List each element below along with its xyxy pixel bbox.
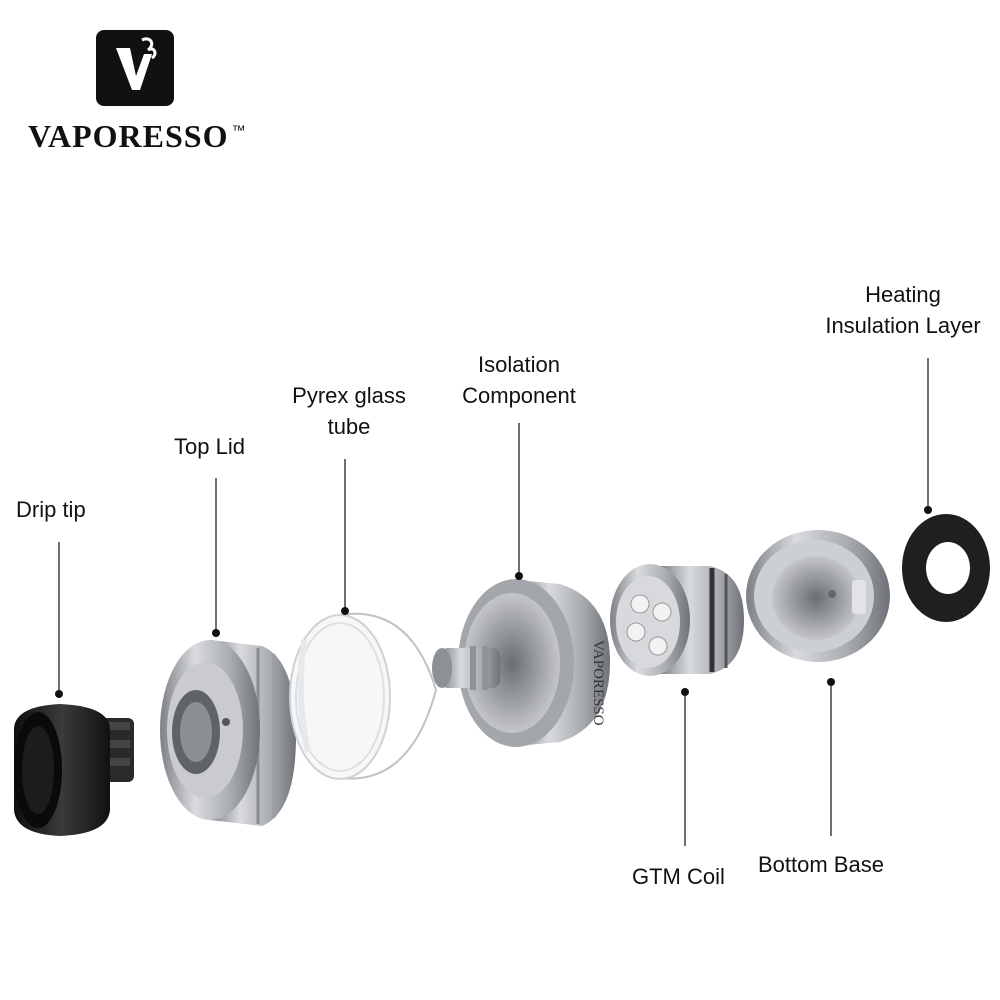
leader-line-isolation	[515, 423, 523, 580]
leader-line-bottom-base	[827, 678, 835, 836]
leader-line-top-lid	[212, 478, 220, 637]
leader-line-gtm	[681, 688, 689, 846]
label-isolation-line1: Isolation	[478, 352, 560, 377]
drip-tip-part	[14, 704, 134, 836]
top-lid-part	[160, 640, 296, 826]
isolation-component-part: VAPORESSO	[432, 579, 610, 747]
label-isolation-line2: Component	[462, 383, 576, 408]
leader-line-drip-tip	[55, 542, 63, 698]
heating-insulation-layer-part	[902, 514, 990, 622]
label-heating-insulation-layer: Heating Insulation Layer	[808, 279, 998, 341]
isolation-engraving: VAPORESSO	[590, 640, 606, 726]
leader-line-heating	[924, 358, 932, 514]
label-bottom-base: Bottom Base	[758, 852, 884, 877]
label-gtm-coil: GTM Coil	[632, 864, 725, 889]
v-logo-icon	[116, 37, 157, 90]
label-top-lid: Top Lid	[174, 434, 245, 459]
label-isolation-component: Isolation Component	[448, 349, 590, 411]
label-heating-line1: Heating	[865, 282, 941, 307]
bottom-base-part	[746, 530, 890, 662]
label-drip-tip: Drip tip	[16, 497, 86, 522]
brand-name-text: VAPORESSO	[28, 118, 229, 154]
label-pyrex-line2: tube	[327, 414, 371, 439]
trademark-symbol: ™	[231, 122, 247, 138]
label-pyrex-glass-tube: Pyrex glass tube	[280, 380, 418, 442]
gtm-coil-part	[610, 564, 744, 676]
label-pyrex-line1: Pyrex glass	[292, 383, 406, 408]
label-heating-line2: Insulation Layer	[825, 313, 981, 338]
leader-line-pyrex	[341, 459, 349, 615]
pyrex-glass-tube-part	[289, 612, 438, 780]
brand-logo-mark	[96, 30, 174, 106]
